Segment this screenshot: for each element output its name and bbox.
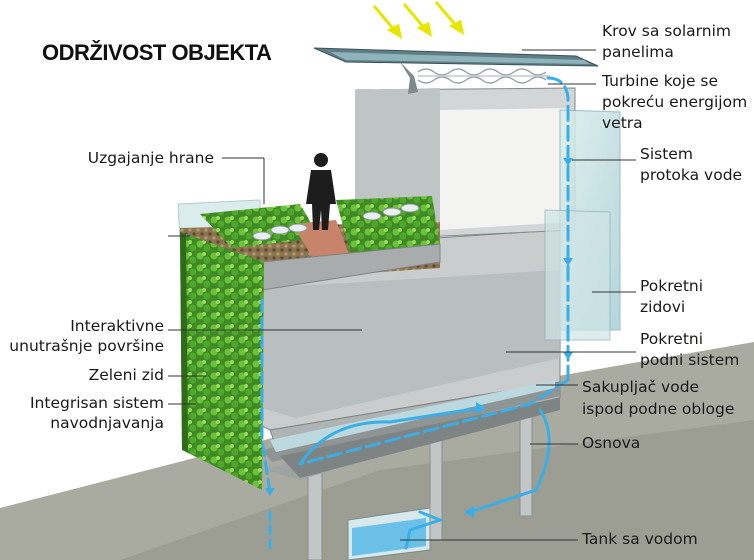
label-water-system-line2: protoka vode (640, 166, 743, 184)
water-tank (347, 507, 431, 560)
green-wall (180, 232, 264, 490)
label-turbines-line1: Turbine koje se (602, 72, 719, 90)
wind-turbines (417, 68, 550, 84)
label-interactive-surfaces-line1: Interaktivne (70, 317, 164, 335)
label-turbines-line2: pokreću energijom (602, 93, 748, 111)
leader-lines (168, 49, 636, 541)
label-turbines-line3: vetra (602, 114, 643, 132)
sun-rays (372, 1, 465, 40)
label-interactive-surfaces-line2: unutrašnje površine (9, 337, 164, 355)
label-water-system-line1: Sistem (640, 145, 693, 163)
label-solar-roof-line1: Krov sa solarnim (602, 22, 731, 40)
label-water-tank: Tank sa vodom (582, 530, 698, 548)
label-movable-floor-line2: podni sistem (640, 351, 740, 369)
label-movable-walls-line2: zidovi (640, 298, 686, 316)
label-food-growing: Uzgajanje hrane (87, 149, 214, 167)
label-irrigation-line1: Integrisan sistem (29, 394, 164, 412)
water-arrowheads (265, 158, 573, 518)
label-water-collector-line1: Sakupljač vode (582, 378, 700, 396)
label-foundation: Osnova (582, 434, 641, 452)
label-green-wall: Zeleni zid (88, 366, 164, 384)
label-water-collector-line2: ispod podne obloge (582, 400, 735, 418)
water-flow (260, 76, 570, 550)
diagram-title: ODRŽIVOST OBJEKTA (42, 40, 272, 65)
label-solar-roof-line2: panelima (602, 43, 674, 61)
garden-lamps (252, 203, 420, 241)
solar-roof (313, 47, 599, 94)
label-movable-floor-line1: Pokretni (640, 330, 704, 348)
roof-garden (180, 196, 441, 291)
person-silhouette (306, 153, 336, 230)
label-irrigation-line2: navodnjavanja (50, 414, 164, 432)
label-movable-walls-line1: Pokretni (640, 277, 704, 295)
